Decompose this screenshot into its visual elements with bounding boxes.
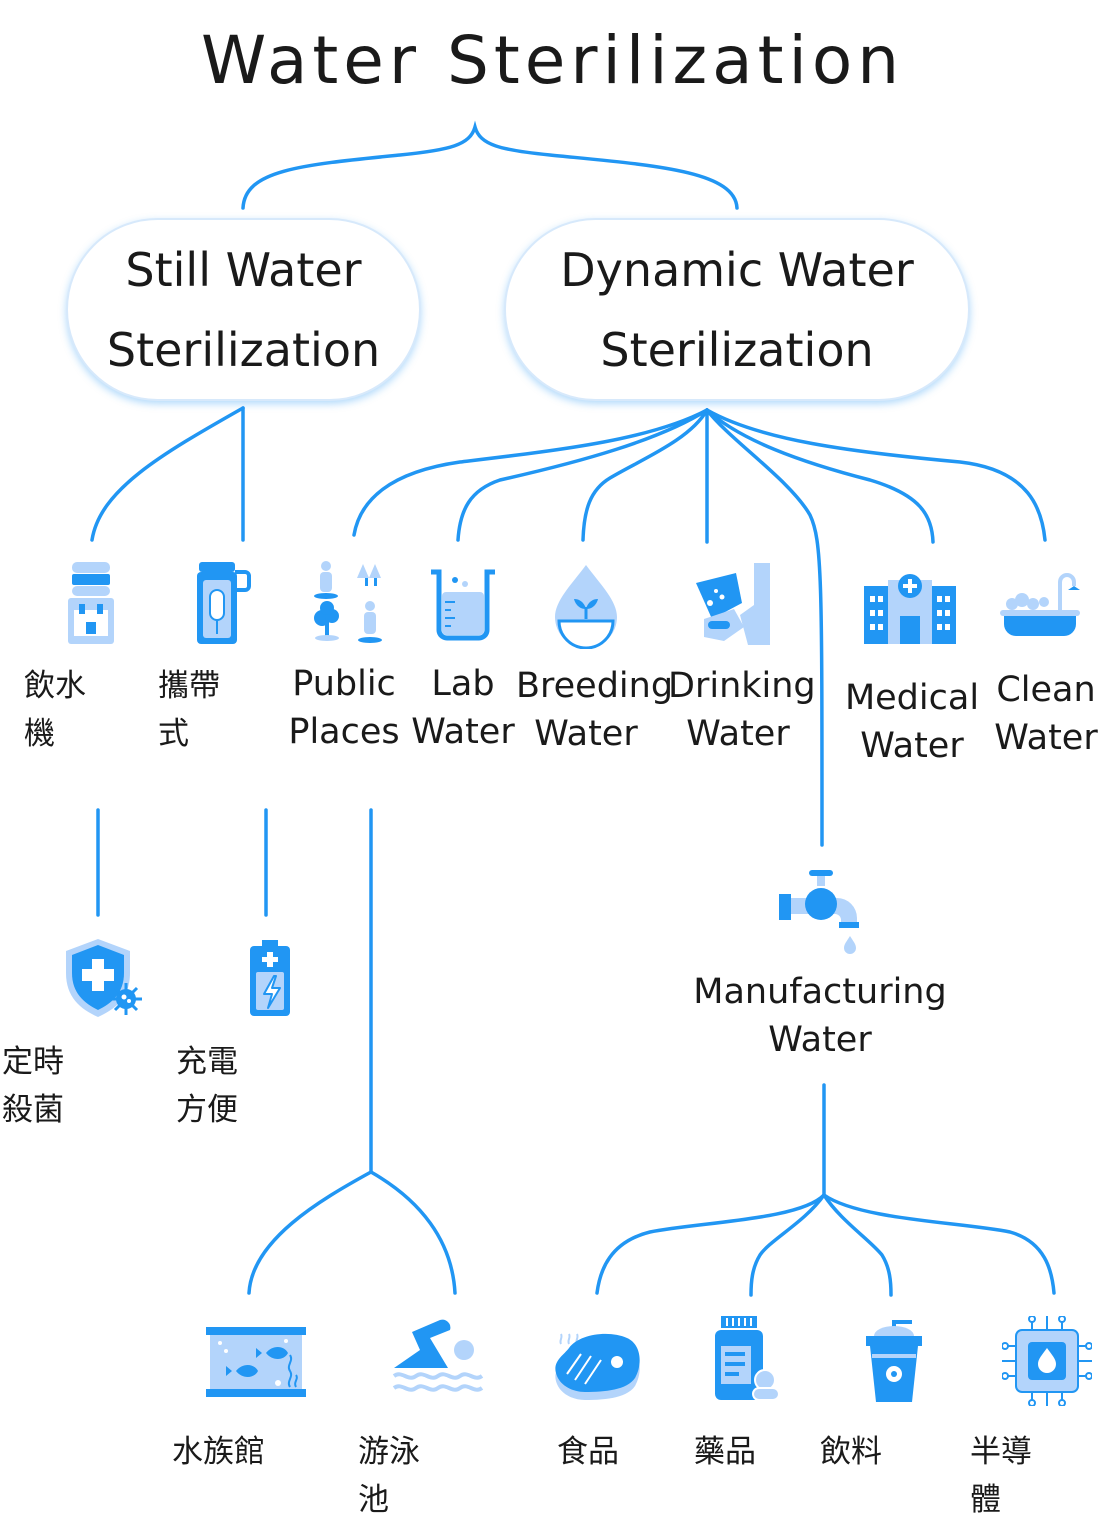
dynamic-water-label-1: Dynamic Water — [560, 242, 914, 297]
beaker-icon — [431, 569, 495, 641]
dynamic-water-label-2: Sterilization — [600, 322, 874, 377]
manufacturing-item-label: 藥品 — [694, 1434, 756, 1470]
still-water-node: Still Water Sterilization — [66, 218, 421, 401]
still-water-label-1: Still Water — [125, 242, 362, 297]
manufacturing-item-label: 食品 — [557, 1434, 619, 1470]
dynamic-water-node: Dynamic Water Sterilization — [504, 218, 970, 401]
medicine-bottle-icon — [715, 1316, 780, 1401]
faucet-icon — [779, 870, 859, 954]
swimming-icon — [392, 1319, 484, 1392]
public-place-label: 游泳池 — [358, 1434, 420, 1518]
bathtub-icon — [1000, 573, 1080, 636]
drinking-hand-icon — [696, 563, 770, 645]
water-dispenser-icon — [68, 562, 114, 644]
meat-icon — [555, 1333, 640, 1400]
still-item-label: 飲水機 — [24, 668, 86, 752]
portable-bottle-icon — [197, 562, 251, 644]
still-feature-label: 充電方便 — [176, 1044, 238, 1128]
still-feature-label: 定時殺菌 — [2, 1044, 64, 1128]
drink-cup-icon — [866, 1320, 922, 1402]
battery-charge-icon — [250, 940, 290, 1016]
public-places-icon — [314, 561, 382, 643]
page-title: Water Sterilization — [200, 22, 905, 99]
still-item-label: 攜帶式 — [158, 668, 220, 752]
public-place-label: 水族館 — [172, 1434, 265, 1470]
shield-virus-icon — [66, 939, 142, 1017]
hospital-icon — [864, 574, 956, 644]
manufacturing-item-label: 半導體 — [970, 1434, 1032, 1518]
plant-drop-icon — [555, 565, 617, 649]
aquarium-icon — [206, 1327, 306, 1397]
still-water-label-2: Sterilization — [106, 322, 381, 377]
chip-icon — [1002, 1316, 1092, 1406]
manufacturing-item-label: 飲料 — [820, 1434, 882, 1470]
